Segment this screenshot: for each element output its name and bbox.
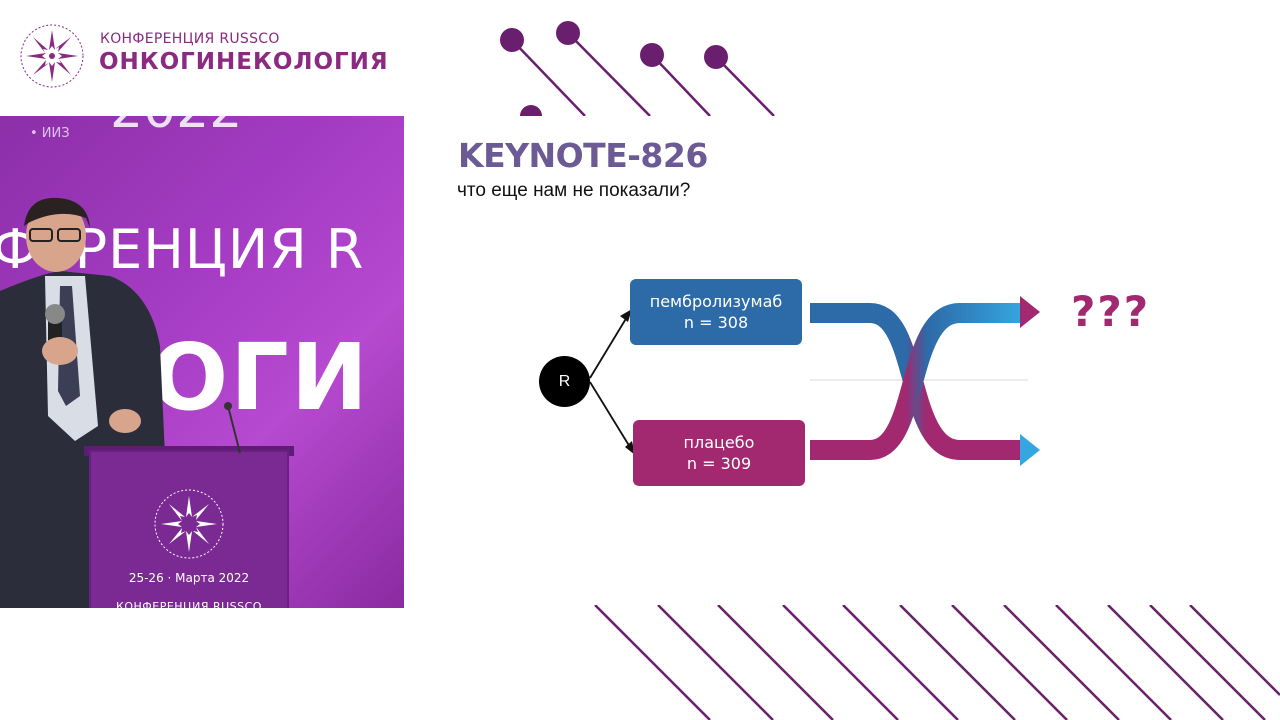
podium: 25-26 · Марта 2022 КОНФЕРЕНЦИЯ RUSSCO [89,450,289,608]
top-decor-icon [500,21,775,116]
slide-subtitle: что еще нам не показали? [457,180,691,201]
randomization-arrows [589,311,634,453]
arm-a-n: n = 308 [683,313,749,332]
conference-name: ОНКОГИНЕКОЛОГИЯ [99,49,389,75]
russco-logo-icon [20,24,84,88]
arm-placebo: плацебо n = 309 [633,420,805,486]
wall-logia-text: ОГИ [150,324,370,431]
arm-b-name: плацебо [683,433,755,452]
arm-pembrolizumab: пембролизумаб n = 308 [630,279,802,345]
arm-a-name: пембролизумаб [649,292,783,311]
arrowhead-bottom-right [1020,434,1040,466]
conference-line: КОНФЕРЕНЦИЯ RUSSCO [100,31,280,47]
speaker-figure-icon [0,197,165,608]
podium-date: 25-26 · Марта 2022 [128,571,250,585]
arrowhead-top-right [1020,296,1040,328]
randomization-node: R [539,356,590,407]
unknown-outcome: ??? [1071,287,1151,336]
arrowhead-down [625,441,635,455]
slide-title: KEYNOTE-826 [458,136,708,175]
speaker-video: 2022 • ИИЗ ФЕРЕНЦИЯ R ОГИ [0,116,404,608]
wall-year: 2022 [110,116,242,140]
microphone-icon [224,402,241,454]
podium-conference: КОНФЕРЕНЦИЯ RUSSCO [116,600,262,608]
podium-logo-icon [154,489,224,559]
arrowhead-up [620,309,632,322]
crossing-arrow-pink [810,303,1022,460]
bottom-decor-icon [594,605,1280,720]
arm-b-n: n = 309 [686,454,752,473]
wall-arc-text: • ИИЗ [30,126,70,141]
